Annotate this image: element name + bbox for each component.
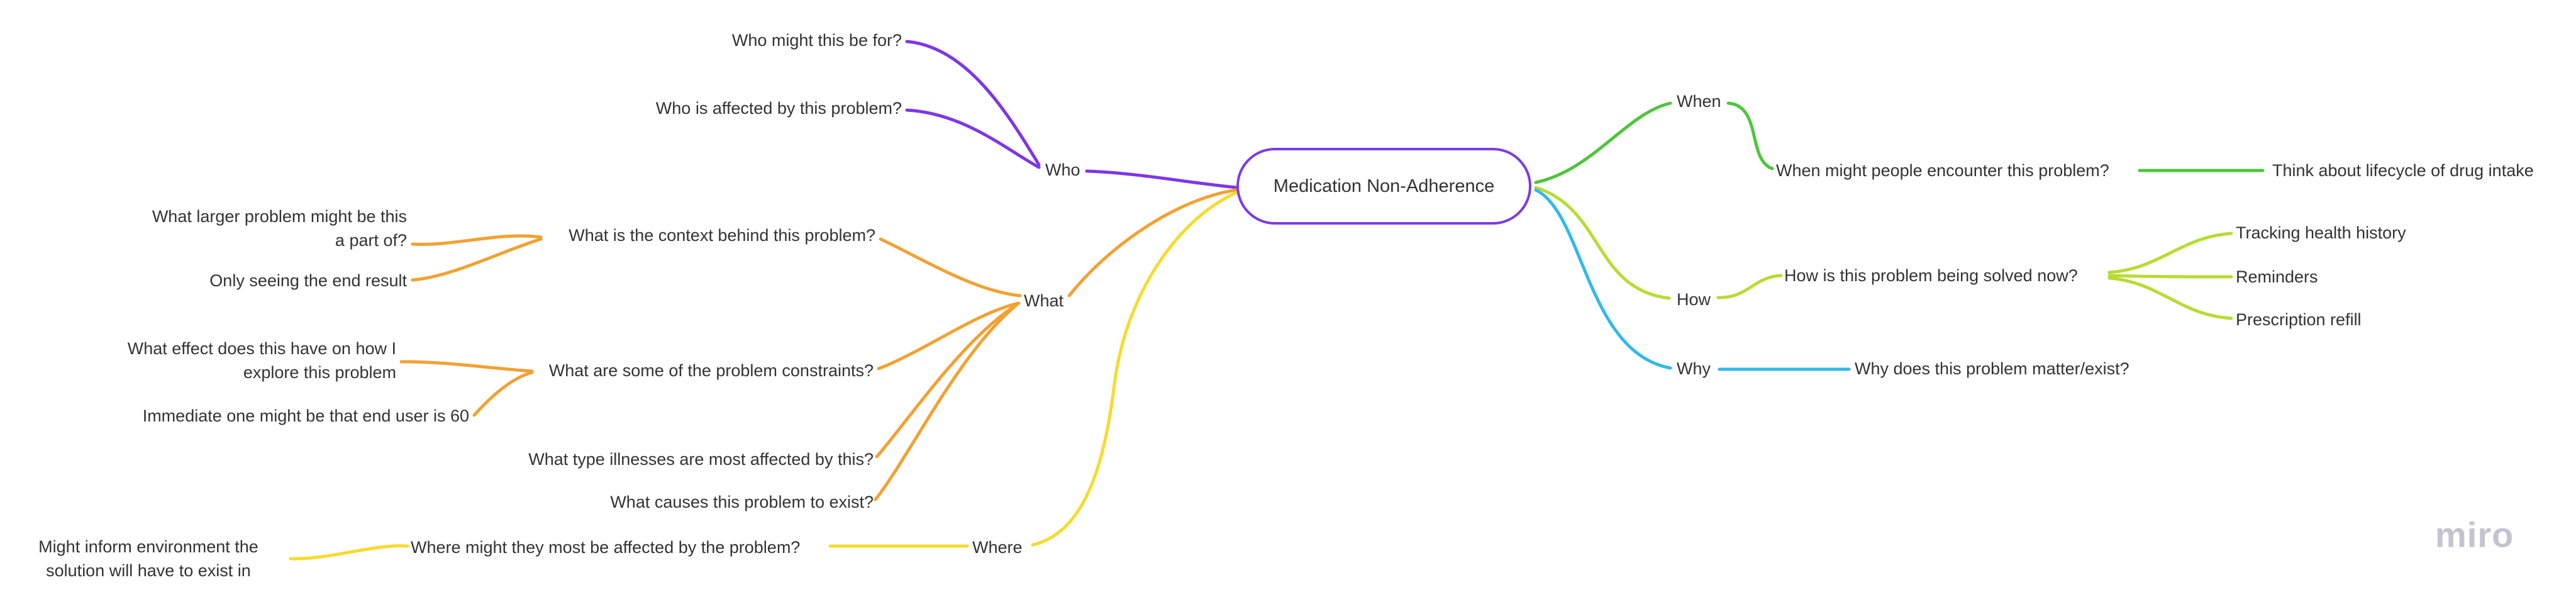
edge-constraints-to-immediate	[472, 371, 534, 417]
edge-howq-to-tracking	[2107, 232, 2233, 274]
edge-what-to-illnesses	[875, 303, 1019, 459]
edge-whoq1-to-who	[905, 40, 1041, 167]
leaf-what-larger-problem-line2: a part of?	[335, 231, 407, 250]
edge-root-to-what	[1067, 188, 1238, 298]
miro-logo: miro	[2435, 515, 2514, 555]
edge-how-to-howq	[1716, 274, 1783, 299]
mindmap-root-node[interactable]: Medication Non-Adherence	[1236, 148, 1531, 225]
node-where-might-affected[interactable]: Where might they most be affected by the…	[411, 538, 801, 557]
leaf-who-might-this-be-for[interactable]: Who might this be for?	[731, 31, 902, 50]
leaf-what-effect-explore[interactable]: What effect does this have on how I expl…	[128, 337, 396, 384]
node-what-constraints[interactable]: What are some of the problem constraints…	[548, 361, 874, 380]
leaf-who-is-affected[interactable]: Who is affected by this problem?	[655, 99, 902, 118]
edge-what-to-constraints	[877, 301, 1021, 371]
node-how-solved-now[interactable]: How is this problem being solved now?	[1784, 266, 2078, 285]
node-when-might-encounter[interactable]: When might people encounter this problem…	[1776, 161, 2109, 180]
edge-context-to-onlyseeing	[411, 237, 543, 282]
edge-root-to-why	[1534, 188, 1672, 370]
edge-constraints-to-effect	[399, 360, 534, 373]
leaf-what-effect-line2: explore this problem	[243, 363, 396, 382]
node-what-context[interactable]: What is the context behind this problem?	[569, 226, 875, 245]
root-node-label: Medication Non-Adherence	[1273, 176, 1495, 196]
branch-label-when[interactable]: When	[1677, 92, 1721, 111]
leaf-might-inform-environment[interactable]: Might inform environment the solution wi…	[10, 535, 287, 583]
leaf-what-causes-problem[interactable]: What causes this problem to exist?	[610, 493, 874, 511]
leaf-what-effect-line1: What effect does this have on how I	[127, 339, 396, 358]
leaf-only-seeing-end-result[interactable]: Only seeing the end result	[209, 271, 407, 290]
leaf-what-larger-problem[interactable]: What larger problem might be this a part…	[152, 204, 407, 252]
branch-label-who[interactable]: Who	[1045, 160, 1080, 179]
leaf-might-inform-line1: Might inform environment the	[38, 537, 258, 556]
edge-what-to-causes	[874, 304, 1018, 501]
edge-root-to-when	[1534, 101, 1672, 184]
leaf-prescription-refill[interactable]: Prescription refill	[2236, 310, 2362, 329]
edge-whereq-to-inform	[289, 544, 409, 561]
branch-label-where[interactable]: Where	[972, 538, 1023, 557]
leaf-reminders[interactable]: Reminders	[2236, 267, 2318, 286]
edge-howq-to-prescription	[2107, 276, 2233, 320]
leaf-tracking-health-history[interactable]: Tracking health history	[2236, 223, 2406, 242]
edge-when-to-whenq	[1726, 101, 1774, 170]
edge-root-to-where	[1031, 191, 1238, 547]
leaf-why-matter-exist[interactable]: Why does this problem matter/exist?	[1855, 359, 2129, 378]
edge-who-to-root	[1085, 169, 1238, 189]
leaf-what-larger-problem-line1: What larger problem might be this	[152, 207, 407, 226]
branch-label-why[interactable]: Why	[1677, 359, 1711, 378]
leaf-might-inform-line2: solution will have to exist in	[46, 561, 251, 580]
edge-root-to-how	[1534, 186, 1671, 300]
edge-howq-to-reminders	[2107, 274, 2233, 279]
leaf-immediate-end-user-60[interactable]: Immediate one might be that end user is …	[142, 406, 469, 425]
edge-whoq2-to-who	[905, 108, 1041, 169]
branch-label-how[interactable]: How	[1677, 290, 1711, 309]
leaf-what-type-illnesses[interactable]: What type illnesses are most affected by…	[528, 450, 874, 469]
edge-context-to-larger	[411, 234, 543, 246]
edge-what-to-context	[879, 237, 1022, 298]
branch-label-what[interactable]: What	[1024, 291, 1064, 310]
leaf-think-lifecycle-drug-intake[interactable]: Think about lifecycle of drug intake	[2272, 161, 2534, 180]
